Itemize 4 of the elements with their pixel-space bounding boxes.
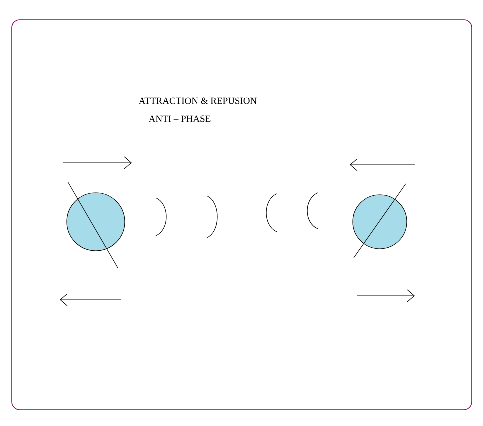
- ball: [352, 194, 408, 250]
- ball: [66, 192, 126, 252]
- heading: ATTRACTION & REPUSION: [138, 98, 257, 104]
- subheading: ANTI – PHASE: [148, 116, 211, 122]
